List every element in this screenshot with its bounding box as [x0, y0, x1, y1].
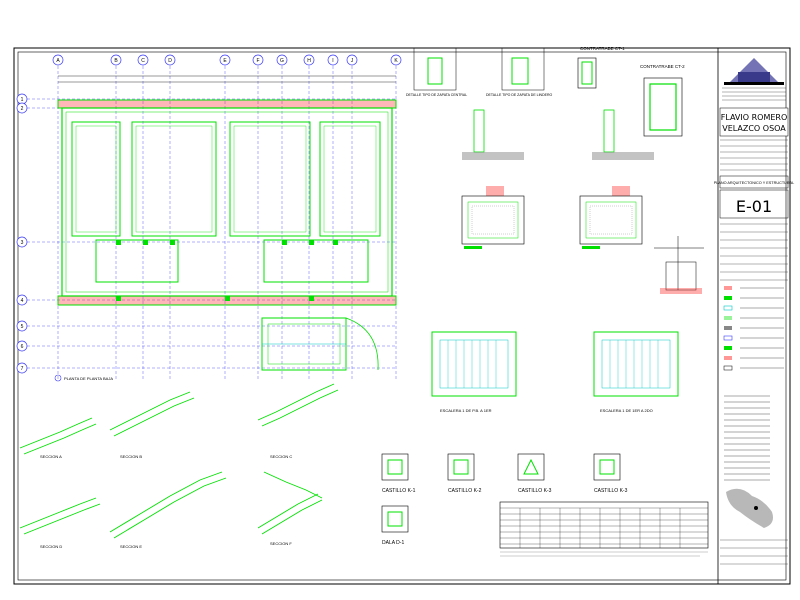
- grid-col-label: I: [332, 58, 333, 64]
- symbol-legend: [723, 286, 784, 371]
- grid-col-label: C: [141, 58, 145, 64]
- detail-label: DETALLE TIPO DE ZAPATA DE LINDERO: [486, 93, 552, 97]
- grid-bubbles-rows: [16, 93, 28, 374]
- grid-row-label: 1: [21, 97, 24, 103]
- castillo-label: CASTILLO K-2: [448, 488, 482, 494]
- grid-row-label: 2: [21, 106, 24, 112]
- grid-col-label: H: [307, 58, 311, 64]
- contratrabe-title: CONTRATRABE CT-1: [580, 46, 625, 51]
- castillo-label: CASTILLO K-3: [518, 488, 552, 494]
- footing-details: DETALLE TIPO DE ZAPATA CENTRAL DETALLE T…: [406, 47, 552, 97]
- stair-title: ESCALERA 1 DE P.B. A 1ER: [440, 408, 492, 413]
- section-label: SECCION D: [40, 544, 62, 549]
- section-label: SECCION F: [270, 541, 292, 546]
- plan-title: PLANTA DE PLANTA BAJA: [64, 376, 113, 381]
- castillo-label: DALA D-1: [382, 540, 404, 546]
- sheet-title: PLANO ARQUITECTONICO Y ESTRUCTURAL: [714, 181, 795, 185]
- sheet-code: E-01: [736, 197, 772, 216]
- contratrabe-title: CONTRATRABE CT-2: [640, 64, 685, 69]
- foundation-sections: [461, 109, 654, 249]
- castillo-label: CASTILLO K-3: [594, 488, 628, 494]
- grid-row-label: 7: [21, 366, 24, 372]
- grid-row-label: 3: [21, 240, 24, 246]
- firm-logo: [722, 58, 786, 101]
- footing-strip-top: [57, 99, 397, 109]
- section-label: SECCION A: [40, 454, 62, 459]
- grid-col-label: K: [394, 58, 398, 64]
- grid-col-label: J: [351, 58, 354, 64]
- stair-title: ESCALERA 1 DE 1ER A 2DO: [600, 408, 653, 413]
- grid-col-label: D: [168, 58, 172, 64]
- firm-name-line2: VELAZCO OSOA: [722, 124, 786, 133]
- section-label: SECCION E: [120, 544, 142, 549]
- grid-row-label: 5: [21, 324, 24, 330]
- castillo-details: CASTILLO K-1 CASTILLO K-2 CASTILLO K-3 C…: [381, 453, 628, 546]
- firm-name-line1: FLAVIO ROMERO: [721, 113, 788, 122]
- grid-col-label: A: [56, 58, 60, 64]
- grid-row-label: 6: [21, 344, 24, 350]
- castillo-label: CASTILLO K-1: [382, 488, 416, 494]
- section-details: [19, 383, 339, 539]
- grid-col-label: F: [256, 58, 259, 64]
- column-icon-detail: [654, 236, 704, 294]
- contratrabe-details: CONTRATRABE CT-1 CONTRATRABE CT-2: [577, 46, 685, 137]
- grid-col-label: B: [114, 58, 118, 64]
- grid-col-label: E: [223, 58, 227, 64]
- section-label: SECCION C: [270, 454, 292, 459]
- rebar-table: [499, 501, 709, 557]
- grid-bubbles-columns: [52, 54, 402, 66]
- floor-plan: A B C D E F G H I J K 1 2 3 4 5 6 7: [16, 54, 402, 382]
- grid-row-label: 4: [21, 298, 24, 304]
- section-label: SECCION B: [120, 454, 142, 459]
- grid-col-label: G: [280, 58, 284, 64]
- sheet-inner-border: [17, 51, 787, 581]
- stair-plans: ESCALERA 1 DE P.B. A 1ER ESCALERA 1 DE 1…: [431, 331, 679, 413]
- location-map: [726, 488, 773, 528]
- detail-label: DETALLE TIPO DE ZAPATA CENTRAL: [406, 93, 467, 97]
- title-block: FLAVIO ROMERO VELAZCO OSOA PLANO ARQUITE…: [714, 47, 795, 585]
- sheet-border: [13, 47, 791, 585]
